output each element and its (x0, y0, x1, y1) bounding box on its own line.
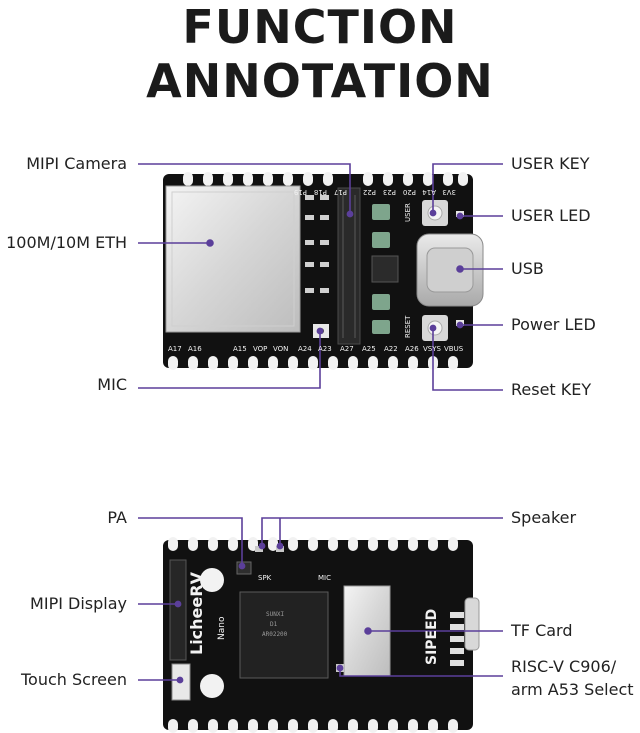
label-tf-card: TF Card (511, 621, 573, 640)
pin-label: A26 (405, 345, 419, 353)
pin-label: A22 (384, 345, 398, 353)
pin-label: VOP (253, 345, 267, 353)
usb-edge (464, 597, 480, 651)
title-line-2: ANNOTATION (146, 54, 494, 108)
chip-text: AR02200 (262, 631, 288, 638)
label-user-led: USER LED (511, 206, 591, 225)
label-reset-key: Reset KEY (511, 380, 592, 399)
label-pa: PA (107, 508, 127, 527)
pin-label: VBUS (444, 345, 464, 353)
title-line-1: FUNCTION (182, 0, 458, 54)
label-mipi-camera: MIPI Camera (26, 154, 127, 173)
pin-label: A16 (188, 345, 202, 353)
silk-sipeed: SIPEED (424, 609, 440, 665)
pin-label: P23 (383, 188, 396, 196)
pin-label: A24 (298, 345, 312, 353)
pin-label: A23 (318, 345, 332, 353)
label-power-led: Power LED (511, 315, 596, 334)
top-edge-pads (183, 172, 468, 186)
pin-label: P22 (363, 188, 376, 196)
label-mipi-display: MIPI Display (30, 594, 127, 613)
pin-label: P17 (334, 188, 347, 196)
pin-label: P19 (294, 188, 307, 196)
mounting-hole (200, 674, 224, 698)
label-riscv-line2: arm A53 Select (511, 680, 634, 699)
label-eth: 100M/10M ETH (6, 233, 127, 252)
pin-label: A17 (168, 345, 182, 353)
pin-label: A14 (422, 188, 436, 196)
silk-model: Nano (217, 616, 227, 640)
silk-user: USER (404, 203, 412, 222)
pin-label: P20 (403, 188, 416, 196)
chip-text: SUNXI (266, 611, 284, 618)
label-speaker: Speaker (511, 508, 577, 527)
label-touch-screen: Touch Screen (20, 670, 127, 689)
label-user-key: USER KEY (511, 154, 590, 173)
ethernet-jack (165, 185, 301, 333)
top-board (163, 172, 484, 370)
pin-label: VON (273, 345, 288, 353)
soc-chip (239, 591, 329, 679)
callout-lines (138, 163, 503, 684)
silk-mic: MIC (318, 574, 331, 582)
pin-label: A27 (340, 345, 354, 353)
mounting-hole (200, 568, 224, 592)
power-ic (371, 255, 399, 283)
bottom-edge-pads (168, 356, 458, 370)
mipi-display-connector (169, 559, 187, 661)
pin-label: VSYS (423, 345, 442, 353)
label-riscv-line1: RISC-V C906/ (511, 657, 617, 676)
chip-text: D1 (270, 621, 278, 628)
pin-label: P18 (314, 188, 327, 196)
silk-spk: SPK (258, 574, 272, 582)
silk-brand: LicheeRV (187, 571, 206, 655)
pin-label: A25 (362, 345, 376, 353)
pin-label: A15 (233, 345, 247, 353)
pin-label: 3V3 (442, 188, 456, 196)
label-usb: USB (511, 259, 544, 278)
label-mic: MIC (97, 375, 127, 394)
silk-reset: RESET (404, 315, 412, 338)
